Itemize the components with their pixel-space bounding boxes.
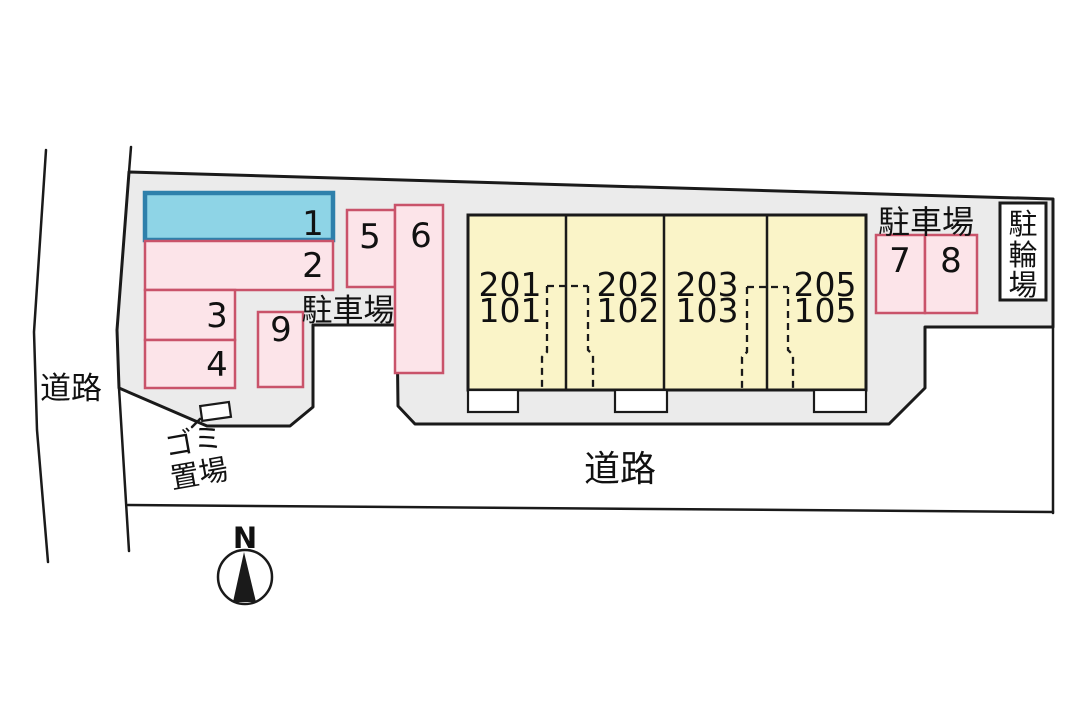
compass-needle-icon: [233, 552, 256, 602]
unit-label-201-101: 201 101: [479, 265, 542, 330]
unit-lower: 102: [597, 291, 660, 330]
unit-label-203-103: 203 103: [676, 265, 739, 330]
unit-label-205-105: 205 105: [794, 265, 857, 330]
road-label-left: 道路: [40, 371, 102, 407]
building-outline: [466, 213, 868, 392]
parking-space-6: [393, 203, 445, 375]
parking-space-1-label: 1: [302, 204, 324, 244]
parking-space-1: [142, 190, 336, 243]
parking-space-3-label: 3: [206, 296, 228, 336]
road-edge-left-outer: [32, 148, 50, 564]
unit-upper: 202: [597, 265, 660, 304]
road-edge-left-inner-upper: [127, 145, 133, 174]
parking-space-5-label: 5: [359, 217, 381, 257]
unit-upper: 205: [794, 265, 857, 304]
unit-label-202-102: 202 102: [597, 265, 660, 330]
unit-upper: 203: [676, 265, 739, 304]
parking-space-2: [143, 239, 335, 292]
garbage-area-label: ゴミ 置場: [162, 420, 231, 496]
parking-space-4-label: 4: [206, 345, 228, 385]
parking-space-5: [345, 208, 397, 289]
entry-path-dashed-right: [740, 285, 795, 389]
compass-circle: [216, 548, 274, 606]
unit-lower: 103: [676, 291, 739, 330]
bicycle-parking-label-char-1: 駐: [1008, 207, 1037, 241]
road-label-bottom: 道路: [584, 449, 656, 490]
parking-space-9: [256, 310, 305, 389]
garbage-bin-icon: [190, 400, 233, 429]
unit-lower: 101: [479, 291, 542, 330]
parking-space-7: [874, 233, 927, 315]
parking-space-8: [923, 233, 979, 315]
parking-space-7-label: 7: [889, 241, 911, 281]
unit-porch-right: [812, 388, 868, 414]
road-bottom-line: [126, 503, 1055, 514]
entry-path-dashed-left: [540, 284, 595, 389]
bicycle-parking-label-char-2: 輪: [1008, 238, 1037, 272]
parking-space-9-label: 9: [270, 310, 292, 350]
parking-space-2-label: 2: [302, 246, 324, 286]
parking-area-label-right: 駐車場: [878, 203, 974, 241]
parking-space-6-label: 6: [410, 216, 432, 256]
unit-porch-left: [466, 388, 520, 414]
compass: N: [216, 521, 274, 606]
unit-upper: 201: [479, 265, 542, 304]
unit-lower: 105: [794, 291, 857, 330]
parking-area-label-mid: 駐車場: [302, 293, 395, 329]
road-edge-left-inner-lower: [117, 386, 131, 553]
bicycle-parking-label-char-3: 場: [1008, 268, 1037, 302]
parking-space-4: [143, 338, 237, 390]
unit-porch-middle: [613, 388, 669, 414]
bicycle-parking-box: 駐 輪 場: [998, 201, 1048, 302]
parking-space-8-label: 8: [940, 241, 962, 281]
